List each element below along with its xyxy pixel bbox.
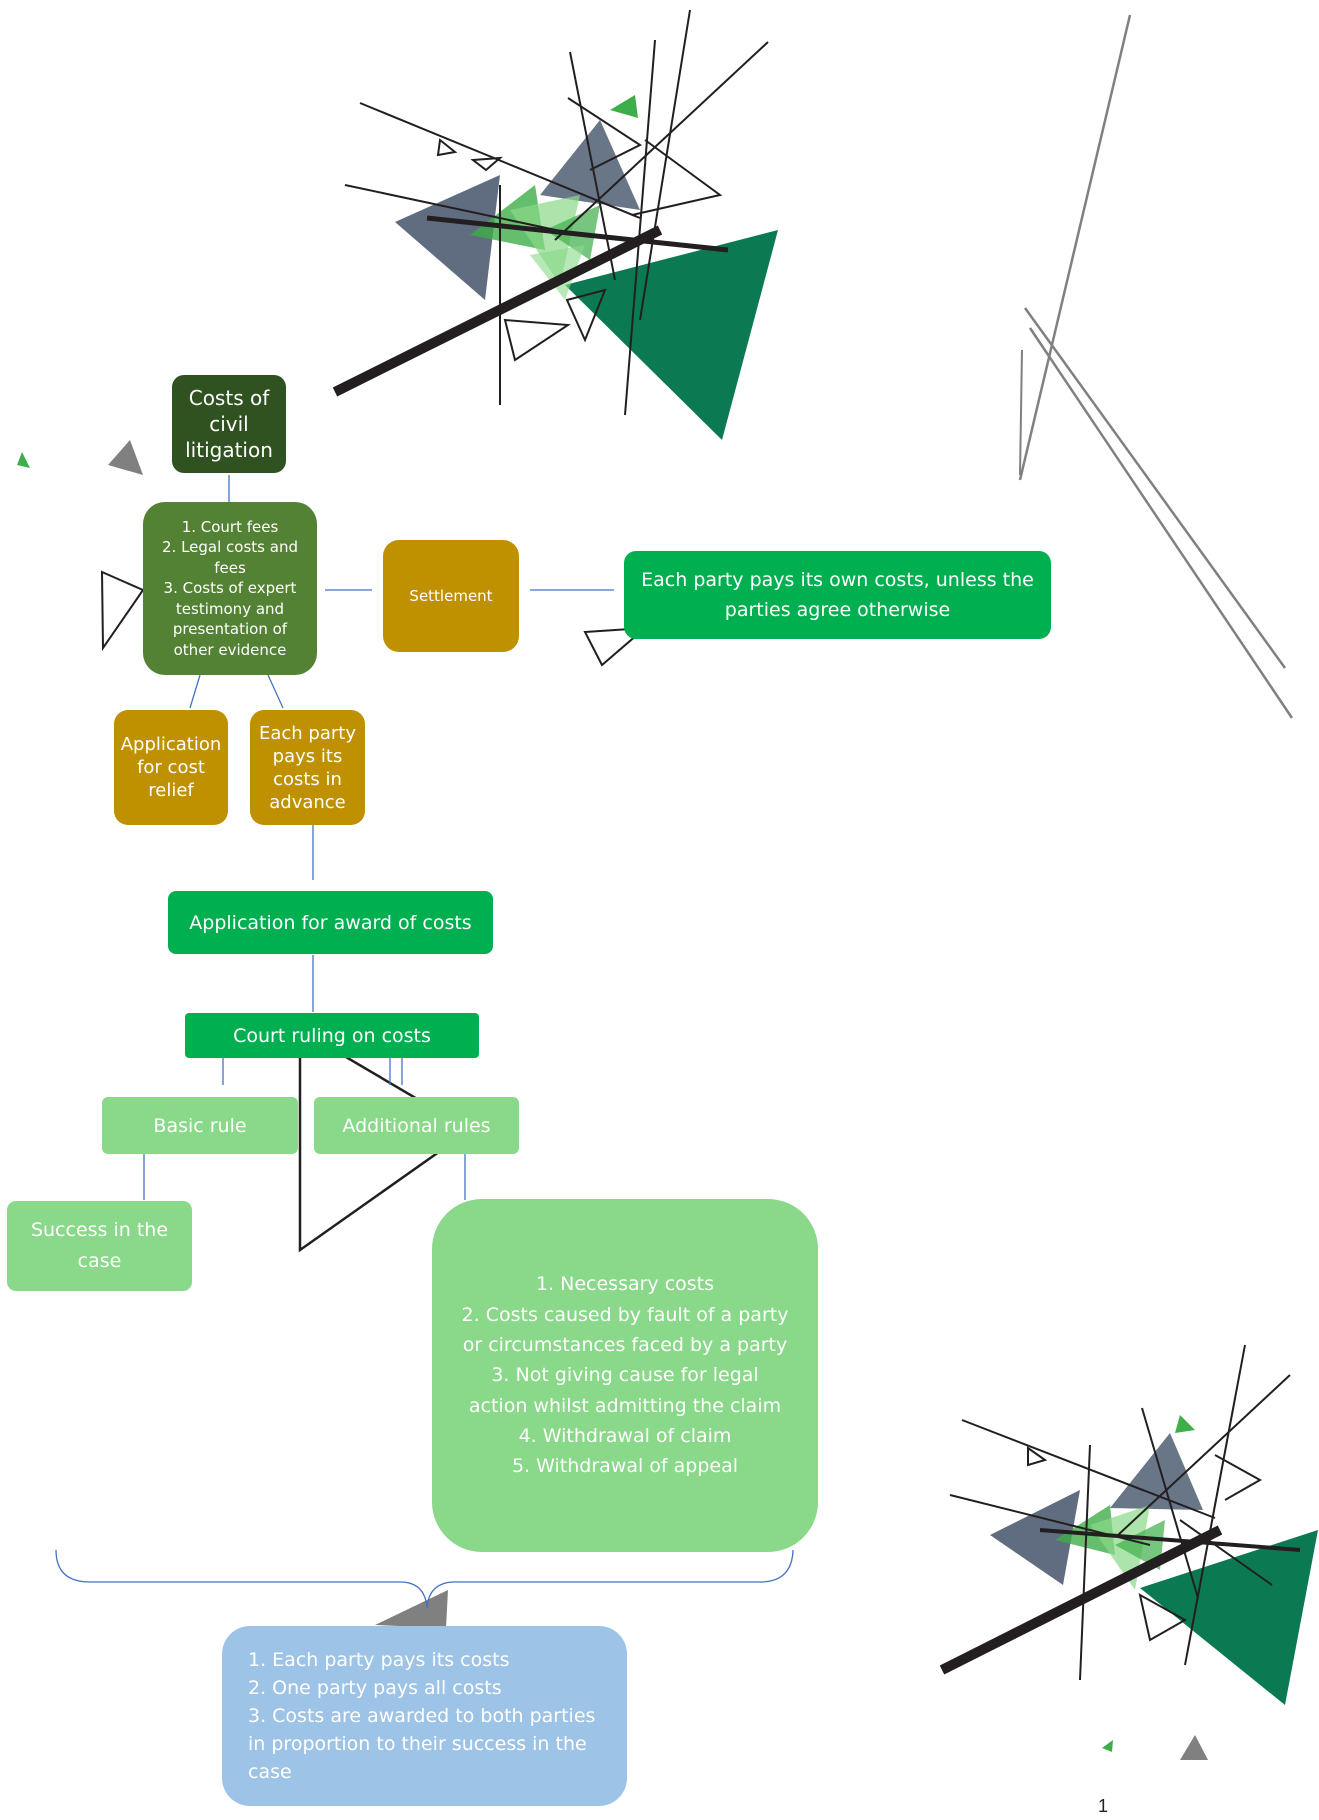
cost-relief-node: Application for cost relief [114, 710, 228, 825]
settlement-outcome-label: Each party pays its own costs, unless th… [641, 569, 1034, 621]
advance-label: Each party pays its costs in advance [259, 722, 356, 813]
top-art-cluster [17, 9, 778, 667]
gray-triangle-art [375, 1590, 448, 1628]
award-application-label: Application for award of costs [189, 911, 472, 934]
gray-line-art [1018, 14, 1294, 719]
success-node: Success in the case [7, 1201, 192, 1291]
root-label: Costs of civil litigation [185, 386, 273, 462]
additional-list-node: 1. Necessary costs 2. Costs caused by fa… [432, 1199, 818, 1552]
outline-triangle-art [298, 1027, 473, 1253]
cost-types-label: 1. Court fees 2. Legal costs and fees 3.… [162, 517, 298, 659]
court-ruling-label: Court ruling on costs [233, 1024, 431, 1047]
settlement-node: Settlement [383, 540, 519, 652]
settlement-outcome-node: Each party pays its own costs, unless th… [624, 551, 1051, 639]
outcomes-node: 1. Each party pays its costs 2. One part… [222, 1626, 627, 1806]
outcomes-list: 1. Each party pays its costs 2. One part… [248, 1649, 596, 1783]
additional-rules-node: Additional rules [314, 1097, 519, 1154]
advance-node: Each party pays its costs in advance [250, 710, 365, 825]
additional-rules-label: Additional rules [342, 1114, 491, 1137]
bottom-art-cluster [939, 1344, 1318, 1760]
award-application-node: Application for award of costs [168, 891, 493, 954]
court-ruling-node: Court ruling on costs [185, 1013, 479, 1058]
basic-rule-label: Basic rule [153, 1114, 247, 1137]
settlement-label: Settlement [409, 587, 493, 605]
page-number: 1 [1098, 1796, 1109, 1816]
additional-list-text: 1. Necessary costs 2. Costs caused by fa… [461, 1273, 789, 1478]
root-node: Costs of civil litigation [172, 375, 286, 473]
cost-relief-label: Application for cost relief [120, 734, 222, 801]
basic-rule-node: Basic rule [102, 1097, 298, 1154]
cost-types-node: 1. Court fees 2. Legal costs and fees 3.… [143, 502, 317, 675]
success-label: Success in the case [30, 1219, 169, 1272]
